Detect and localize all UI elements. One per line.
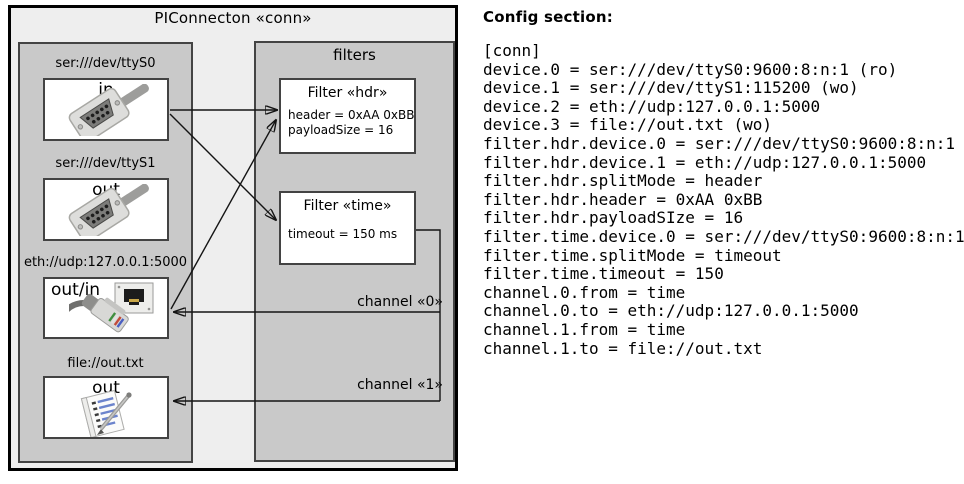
filter-time-title: Filter «time» <box>303 198 392 214</box>
config-line: device.1 = ser:///dev/ttyS1:115200 (wo) <box>483 78 859 98</box>
config-section: Config section: [conn]device.0 = ser:///… <box>483 0 964 484</box>
block-title: PIConnecton «conn» <box>154 9 312 27</box>
config-line: device.0 = ser:///dev/ttyS0:9600:8:n:1 (… <box>483 59 898 79</box>
config-heading: Config section: <box>483 8 613 26</box>
config-line: device.2 = eth://udp:127.0.0.1:5000 <box>483 96 821 116</box>
devices-panel: ser:///dev/ttyS0 in <box>18 42 193 463</box>
config-line: channel.0.to = eth://udp:127.0.0.1:5000 <box>483 301 859 321</box>
filter-hdr-title: Filter «hdr» <box>307 85 388 101</box>
config-line: filter.hdr.header = 0xAA 0xBB <box>483 189 763 209</box>
serial-connector-icon <box>68 84 149 136</box>
config-line: [conn] <box>483 41 541 60</box>
config-lines: [conn]device.0 = ser:///dev/ttyS0:9600:8… <box>483 41 964 358</box>
piconnecton-block: PIConnecton «conn» ser:///dev/ttyS0 in <box>8 5 458 471</box>
config-line: filter.hdr.device.0 = ser:///dev/ttyS0:9… <box>483 133 956 153</box>
config-line: filter.hdr.payloadSIze = 16 <box>483 208 744 228</box>
notepad-icon <box>80 389 132 437</box>
filter-property: timeout = 150 ms <box>288 227 398 241</box>
device-box-eth: out/in <box>43 277 169 339</box>
channel-0-label: channel «0» <box>357 294 443 310</box>
config-line: channel.1.from = time <box>483 319 686 339</box>
filter-property: payloadSize = 16 <box>288 122 394 137</box>
device-box-file: out <box>43 376 169 439</box>
config-line: channel.1.to = file://out.txt <box>483 338 763 358</box>
config-line: filter.hdr.device.1 = eth://udp:127.0.0.… <box>483 152 927 172</box>
config-line: filter.hdr.splitMode = header <box>483 171 763 191</box>
channel-1-label: channel «1» <box>357 377 443 393</box>
config-line: filter.time.device.0 = ser:///dev/ttyS0:… <box>483 226 964 246</box>
serial-connector-icon <box>68 184 149 236</box>
ethernet-connector-icon <box>69 293 129 333</box>
filter-time-box: Filter «time» timeout = 150 ms <box>279 191 416 265</box>
device-box-ttys0: in <box>43 78 169 141</box>
filters-panel-title: filters <box>333 46 376 64</box>
config-line: filter.time.splitMode = timeout <box>483 245 782 265</box>
device-label-eth: eth://udp:127.0.0.1:5000 <box>23 255 188 270</box>
device-label-ttys1: ser:///dev/ttyS1 <box>55 156 156 171</box>
device-label-file: file://out.txt <box>67 356 144 371</box>
config-line: filter.time.timeout = 150 <box>483 264 724 284</box>
device-label-ttys0: ser:///dev/ttyS0 <box>55 56 156 71</box>
filter-property: header = 0xAA 0xBB <box>288 108 415 122</box>
device-box-ttys1: out <box>43 178 169 241</box>
config-line: channel.0.from = time <box>483 282 686 302</box>
config-line: device.3 = file://out.txt (wo) <box>483 115 772 135</box>
filter-time-props: timeout = 150 ms <box>288 227 414 242</box>
